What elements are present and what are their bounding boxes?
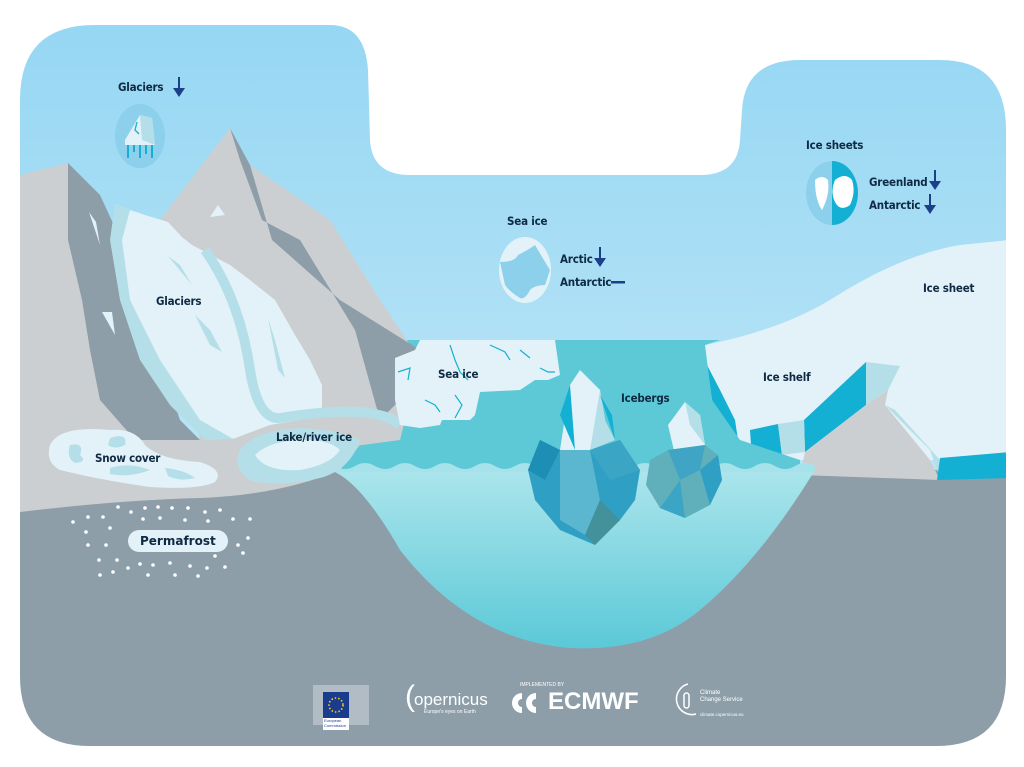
sea-ice-arctic-label: Arctic [560, 252, 593, 266]
sea-ice-indicator-title: Sea ice [507, 214, 548, 228]
glacier-crack-1 [168, 256, 192, 285]
ec-logo-line2: Commission [324, 723, 347, 728]
snow-cover-spot-4 [165, 468, 195, 480]
c3s-logo-icon [675, 683, 697, 716]
mountain-rock-notch-1 [89, 212, 100, 245]
antarctic-sea-ice-stable-icon [611, 281, 625, 284]
mountain-rock-notch-2 [102, 312, 115, 335]
snow-cover-spot-2 [108, 436, 126, 448]
arctic-trend-down-icon [594, 247, 606, 267]
mountain-big-dark [230, 128, 420, 420]
glaciers-trend-down-icon [173, 77, 185, 97]
glaciers-indicator-title: Glaciers [118, 80, 164, 94]
sea-ice-cracks [397, 344, 555, 419]
ecmwf-logo-name: ECMWF [548, 688, 639, 715]
glaciers-indicator-icon [115, 104, 165, 168]
glacier-body [115, 204, 322, 440]
icebergs-label: Icebergs [621, 391, 670, 405]
ice-sheet-cyan-base [937, 452, 1006, 480]
snow-cover-label: Snow cover [95, 451, 161, 465]
sea-basin [330, 470, 815, 649]
ice-sheets-indicator-icon [806, 161, 858, 225]
copernicus-logo-tagline: Europe's eyes on Earth [424, 709, 476, 715]
ice-shelf-label: Ice shelf [763, 370, 811, 384]
copernicus-logo-c: ( [405, 680, 415, 713]
antarctic-ice-sheet-trend-down-icon [924, 194, 936, 214]
glaciers-label: Glaciers [156, 294, 202, 308]
ice-sheets-indicator-title: Ice sheets [806, 138, 864, 152]
ec-logo-line1: European [324, 718, 342, 723]
copernicus-logo-name: opernicus [414, 690, 488, 709]
glacier-crack-3 [268, 318, 285, 378]
glacier-crack-2 [195, 315, 222, 352]
ice-sheet-label: Ice sheet [923, 281, 975, 295]
ice-sheets-greenland-label: Greenland [869, 175, 928, 189]
ice-shelf-light-1 [778, 420, 805, 455]
ice-sheet-body [705, 240, 1006, 460]
sea-ice-indicator-icon [499, 237, 551, 303]
ice-shelf-cyan-1 [707, 365, 738, 440]
ecmwf-logo-prefix: IMPLEMENTED BY [520, 682, 565, 688]
iceberg-large [528, 370, 640, 545]
mountain-snow-notch [210, 205, 225, 217]
iceberg-small [646, 402, 722, 518]
ecmwf-logo-icon [512, 693, 536, 713]
permafrost-dots [71, 505, 252, 578]
glacier-shade [110, 204, 235, 440]
ice-sheets-antarctic-label: Antarctic [869, 198, 921, 212]
sea-ice-label: Sea ice [438, 367, 479, 381]
lake-ice-slab [255, 440, 340, 471]
ice-shelf-light-3 [885, 405, 955, 478]
c3s-logo-line2: Change Service [700, 697, 743, 703]
snow-cover-spot-3 [110, 465, 150, 476]
ice-shelf-light-2 [866, 362, 900, 405]
european-commission-logo [313, 685, 369, 730]
c3s-logo-line1: Climate [700, 690, 721, 696]
c3s-logo-url: climate.copernicus.eu [700, 712, 744, 717]
greenland-trend-down-icon [929, 170, 941, 190]
lake-river-ice-label: Lake/river ice [276, 430, 352, 444]
ice-shelf-rock [800, 390, 940, 480]
snow-cover-spot-1 [68, 444, 84, 463]
permafrost-label: Permafrost [128, 530, 228, 552]
ice-shelf-cyan-3 [804, 362, 866, 452]
glacier-stream [200, 247, 404, 429]
sea-ice-antarctic-label: Antarctic [560, 275, 612, 289]
